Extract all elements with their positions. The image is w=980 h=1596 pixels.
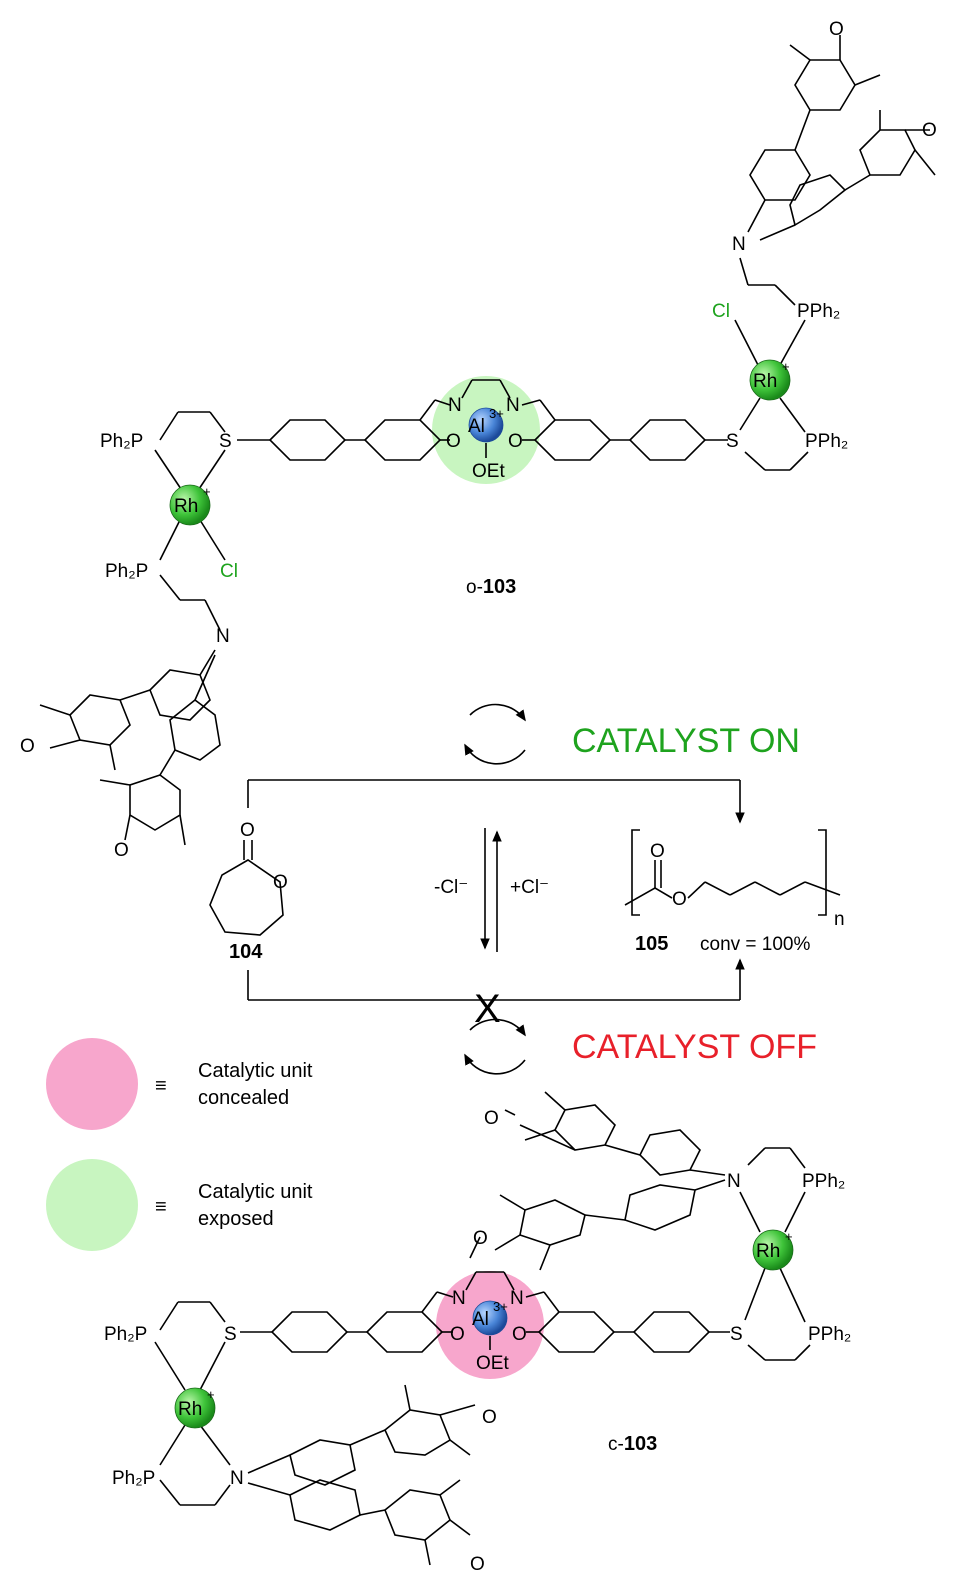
phenoxide-o-label-open-2: O — [508, 431, 523, 452]
open-form-structure: Ph₂P S Ph₂P Cl N Rh + Al 3+ N N O O OEt … — [20, 19, 937, 861]
add-chloride-label: +Cl⁻ — [510, 877, 549, 898]
ester-o-label-105: O — [672, 889, 687, 910]
polymer-bracket-right — [818, 829, 827, 916]
rh-label-open-2: Rh — [753, 371, 777, 392]
sulfur-label-open-1: S — [219, 431, 232, 452]
methoxy-o-label-closed-3: O — [482, 1407, 497, 1428]
rh-charge-open-2: + — [782, 359, 790, 374]
methoxy-o-label-open-2: O — [922, 120, 937, 141]
catalyst-on-label: CATALYST ON — [572, 722, 800, 760]
rh-label-open-1: Rh — [174, 496, 198, 517]
phenoxide-o-label-closed-1: O — [450, 1324, 465, 1345]
conversion-label: conv = 100% — [700, 934, 810, 955]
legend-text-concealed-line1: Catalytic unit — [198, 1060, 313, 1082]
off-cycle-arrow-bottom — [464, 1053, 526, 1075]
imine-n-label-closed-2: N — [510, 1288, 524, 1309]
pph2-label-closed-2: PPh₂ — [802, 1171, 845, 1192]
nitrogen-label-closed-1: N — [230, 1468, 244, 1489]
rh-label-closed-1: Rh — [178, 1399, 202, 1420]
switch-cycle: CATALYST ON X CATALYST OFF -Cl⁻ +Cl⁻ O O… — [209, 703, 845, 1075]
al-charge-open: 3+ — [489, 406, 504, 421]
methoxy-o-label-open-4: O — [114, 840, 129, 861]
pph2-label-open-2: PPh₂ — [797, 301, 840, 322]
polymer-bracket-left — [631, 829, 640, 916]
chloride-label-open-2: Cl — [712, 301, 730, 322]
imine-n-label-open-1: N — [448, 395, 462, 416]
on-cycle-arrow-top — [469, 703, 526, 722]
rh-charge-closed-2: + — [785, 1229, 793, 1244]
ph2p-label-open-2: Ph₂P — [105, 561, 148, 582]
pph2-label-closed-1: PPh₂ — [808, 1324, 851, 1345]
rh-sphere-closed-1 — [174, 1387, 216, 1429]
on-cycle-arrow-bottom — [464, 743, 526, 765]
off-cycle-arrow-top — [469, 1018, 526, 1037]
carbonyl-o-label-105: O — [650, 841, 665, 862]
ring-o-label-104: O — [273, 872, 288, 893]
legend-text-exposed-line2: exposed — [198, 1208, 274, 1230]
closed-form-prefix: c- — [608, 1434, 624, 1455]
al-sphere-closed — [472, 1300, 508, 1336]
legend-equiv-exposed: ≡ — [155, 1196, 167, 1218]
nitrogen-label-closed-2: N — [727, 1171, 741, 1192]
pph2-label-open-1: PPh₂ — [805, 431, 848, 452]
rh-sphere-closed-2 — [752, 1229, 794, 1271]
imine-n-label-closed-1: N — [452, 1288, 466, 1309]
sulfur-label-open-2: S — [726, 431, 739, 452]
caprolactone-ring — [209, 859, 284, 936]
monomer-number: 104 — [229, 941, 263, 963]
ethoxide-label-open: OEt — [472, 461, 505, 482]
legend-text-exposed-line1: Catalytic unit — [198, 1181, 313, 1203]
ph2p-label-closed-1: Ph₂P — [104, 1324, 147, 1345]
closed-form-label: c-103 — [608, 1433, 657, 1455]
rh-label-closed-2: Rh — [756, 1241, 780, 1262]
phenoxide-o-label-closed-2: O — [512, 1324, 527, 1345]
nitrogen-label-open-1: N — [216, 626, 230, 647]
nitrogen-label-open-2: N — [732, 234, 746, 255]
rh-charge-closed-1: + — [207, 1387, 215, 1402]
imine-n-label-open-2: N — [506, 395, 520, 416]
closed-form-structure: Ph₂P S Ph₂P N Rh + Al 3+ N N O O OEt S P… — [104, 1091, 851, 1575]
ph2p-label-open-1: Ph₂P — [100, 431, 143, 452]
legend-swatch-concealed — [46, 1038, 138, 1130]
remove-chloride-label: -Cl⁻ — [434, 877, 468, 898]
al-label-open: Al — [468, 416, 485, 437]
open-form-label: o-103 — [466, 576, 516, 598]
open-form-prefix: o- — [466, 577, 483, 598]
methoxy-o-label-closed-4: O — [470, 1554, 485, 1575]
ethoxide-label-closed: OEt — [476, 1353, 509, 1374]
rh-charge-open-1: + — [203, 484, 211, 499]
sulfur-label-closed-1: S — [224, 1324, 237, 1345]
carbonyl-o-label-104: O — [240, 820, 255, 841]
catalyst-off-label: CATALYST OFF — [572, 1028, 817, 1066]
legend-equiv-concealed: ≡ — [155, 1075, 167, 1097]
polymer-number: 105 — [635, 933, 668, 955]
legend-swatch-exposed — [46, 1159, 138, 1251]
ph2p-label-closed-2: Ph₂P — [112, 1468, 155, 1489]
rh-sphere-open-2 — [749, 359, 791, 401]
repeat-unit-n: n — [834, 909, 845, 930]
methoxy-o-label-open-3: O — [20, 736, 35, 757]
methoxy-o-label-open-1: O — [829, 19, 844, 40]
al-sphere-open — [468, 407, 504, 443]
legend-text-concealed-line2: concealed — [198, 1087, 289, 1109]
closed-form-number: 103 — [624, 1433, 657, 1455]
chloride-label-open-1: Cl — [220, 561, 238, 582]
al-label-closed: Al — [472, 1309, 489, 1330]
methoxy-o-label-closed-2: O — [473, 1228, 488, 1249]
rh-sphere-open-1 — [169, 484, 211, 526]
phenoxide-o-label-open-1: O — [446, 431, 461, 452]
al-charge-closed: 3+ — [493, 1299, 508, 1314]
methoxy-o-label-closed-1: O — [484, 1108, 499, 1129]
legend: ≡ Catalytic unit concealed ≡ Catalytic u… — [46, 1038, 313, 1251]
sulfur-label-closed-2: S — [730, 1324, 743, 1345]
open-form-number: 103 — [483, 576, 516, 598]
